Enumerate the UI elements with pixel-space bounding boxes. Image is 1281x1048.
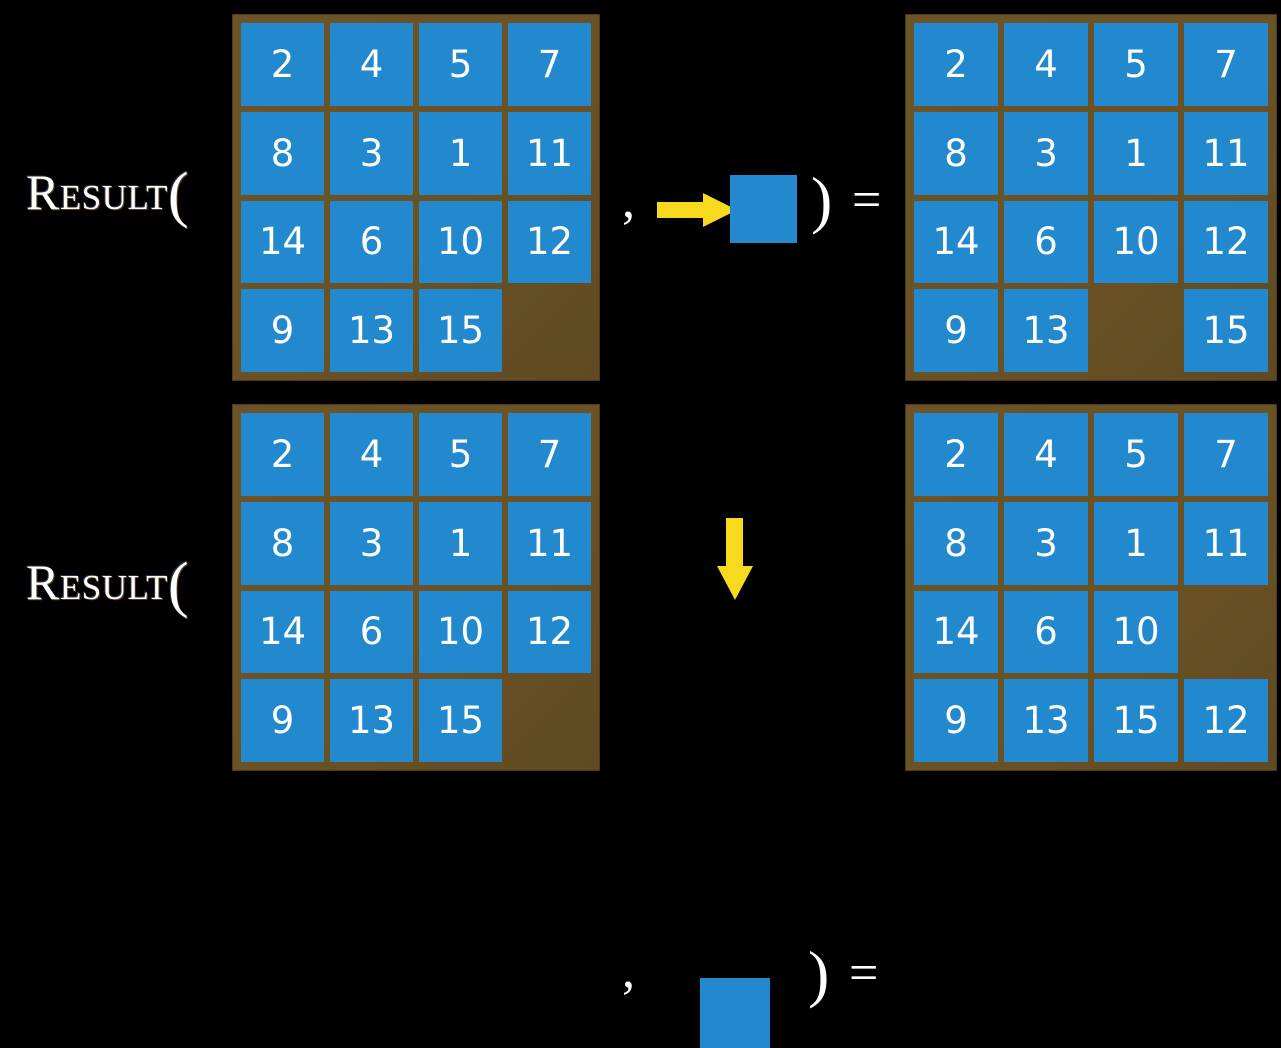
tile[interactable]: 12 [1184, 679, 1268, 762]
arrow-right-icon [657, 193, 737, 227]
tile[interactable]: 1 [1094, 501, 1178, 585]
tile[interactable]: 7 [508, 23, 591, 106]
tile[interactable]: 13 [1004, 679, 1088, 762]
tile[interactable]: 8 [241, 501, 324, 585]
result-label-row-2: Result( [26, 554, 189, 616]
tile[interactable]: 11 [1184, 111, 1268, 195]
tile[interactable]: 3 [1004, 501, 1088, 585]
tile[interactable]: 12 [508, 200, 591, 284]
input-grid-row-2: 2 4 5 7 8 3 1 11 14 6 10 12 9 13 15 [241, 413, 591, 762]
move-tile-row-2[interactable] [700, 978, 770, 1048]
tile[interactable]: 12 [508, 590, 591, 674]
tile[interactable]: 6 [330, 590, 413, 674]
equation-row-2: Result( 2 4 5 7 8 3 1 11 14 6 10 12 9 13… [0, 390, 1281, 1048]
output-board-row-2: 2 4 5 7 8 3 1 11 14 6 10 9 13 15 12 [905, 404, 1277, 771]
tile[interactable]: 10 [1094, 200, 1178, 284]
comma-row-1: , [622, 172, 635, 229]
tile[interactable]: 10 [1094, 590, 1178, 674]
tile[interactable]: 9 [241, 679, 324, 762]
operator-area-row-1: , ) = [600, 0, 905, 390]
equals-sign-row-2: = [849, 945, 879, 1002]
tile[interactable]: 13 [1004, 289, 1088, 372]
output-grid-row-2: 2 4 5 7 8 3 1 11 14 6 10 9 13 15 12 [914, 413, 1268, 762]
tile[interactable]: 15 [1094, 679, 1178, 762]
tile[interactable]: 14 [241, 200, 324, 284]
tile[interactable]: 13 [330, 289, 413, 372]
open-paren-row-2: ( [168, 551, 190, 619]
tile[interactable]: 5 [1094, 413, 1178, 496]
tile[interactable]: 15 [1184, 289, 1268, 372]
tile[interactable]: 4 [1004, 413, 1088, 496]
tile[interactable]: 14 [241, 590, 324, 674]
tile[interactable]: 5 [1094, 23, 1178, 106]
tile[interactable]: 9 [914, 679, 998, 762]
tile[interactable]: 3 [330, 501, 413, 585]
arrow-shaft [726, 518, 743, 570]
output-grid-row-1: 2 4 5 7 8 3 1 11 14 6 10 12 9 13 15 [914, 23, 1268, 372]
tile[interactable]: 1 [419, 111, 502, 195]
blank-tile[interactable] [1184, 591, 1268, 674]
equation-row-1: Result( 2 4 5 7 8 3 1 11 14 6 10 12 9 13… [0, 0, 1281, 390]
comma-row-2: , [622, 942, 635, 999]
input-board-row-1: 2 4 5 7 8 3 1 11 14 6 10 12 9 13 15 [232, 14, 600, 381]
blank-tile[interactable] [508, 679, 591, 762]
tile[interactable]: 5 [419, 413, 502, 496]
tile[interactable]: 14 [914, 200, 998, 284]
tile[interactable]: 7 [1184, 413, 1268, 496]
tile[interactable]: 1 [1094, 111, 1178, 195]
tile[interactable]: 6 [1004, 590, 1088, 674]
tile[interactable]: 5 [419, 23, 502, 106]
tile[interactable]: 8 [914, 111, 998, 195]
result-word-row-2: Result [26, 554, 169, 610]
tile[interactable]: 7 [508, 413, 591, 496]
close-paren-row-2: ) [808, 938, 830, 1009]
output-board-row-1: 2 4 5 7 8 3 1 11 14 6 10 12 9 13 15 [905, 14, 1277, 381]
open-paren-row-1: ( [168, 161, 190, 229]
tile[interactable]: 15 [419, 679, 502, 762]
tile[interactable]: 3 [330, 111, 413, 195]
tile[interactable]: 9 [241, 289, 324, 372]
tile[interactable]: 3 [1004, 111, 1088, 195]
blank-tile[interactable] [1094, 289, 1178, 372]
tile[interactable]: 8 [241, 111, 324, 195]
move-tile-row-1[interactable] [730, 175, 797, 243]
arrow-down-icon [717, 518, 753, 600]
tile[interactable]: 12 [1184, 200, 1268, 284]
tile[interactable]: 10 [419, 590, 502, 674]
tile[interactable]: 2 [914, 413, 998, 496]
tile[interactable]: 13 [330, 679, 413, 762]
input-board-row-2: 2 4 5 7 8 3 1 11 14 6 10 12 9 13 15 [232, 404, 600, 771]
tile[interactable]: 11 [1184, 501, 1268, 585]
tile[interactable]: 4 [330, 23, 413, 106]
tile[interactable]: 1 [419, 501, 502, 585]
tile[interactable]: 10 [419, 200, 502, 284]
close-paren-row-1: ) [811, 164, 833, 235]
tile[interactable]: 11 [508, 111, 591, 195]
equals-sign-row-1: = [852, 172, 882, 229]
tile[interactable]: 15 [419, 289, 502, 372]
result-word-row-1: Result [26, 164, 169, 220]
tile[interactable]: 9 [914, 289, 998, 372]
tile[interactable]: 2 [241, 413, 324, 496]
result-label-row-1: Result( [26, 164, 189, 226]
input-grid-row-1: 2 4 5 7 8 3 1 11 14 6 10 12 9 13 15 [241, 23, 591, 372]
tile[interactable]: 8 [914, 501, 998, 585]
operator-area-row-2: , ) = [600, 390, 905, 1048]
tile[interactable]: 11 [508, 501, 591, 585]
tile[interactable]: 4 [330, 413, 413, 496]
arrow-shaft [657, 202, 707, 218]
tile[interactable]: 6 [1004, 200, 1088, 284]
tile[interactable]: 4 [1004, 23, 1088, 106]
tile[interactable]: 7 [1184, 23, 1268, 106]
arrow-head [717, 566, 753, 600]
tile[interactable]: 14 [914, 590, 998, 674]
tile[interactable]: 2 [914, 23, 998, 106]
tile[interactable]: 2 [241, 23, 324, 106]
tile[interactable]: 6 [330, 200, 413, 284]
blank-tile[interactable] [508, 289, 591, 372]
